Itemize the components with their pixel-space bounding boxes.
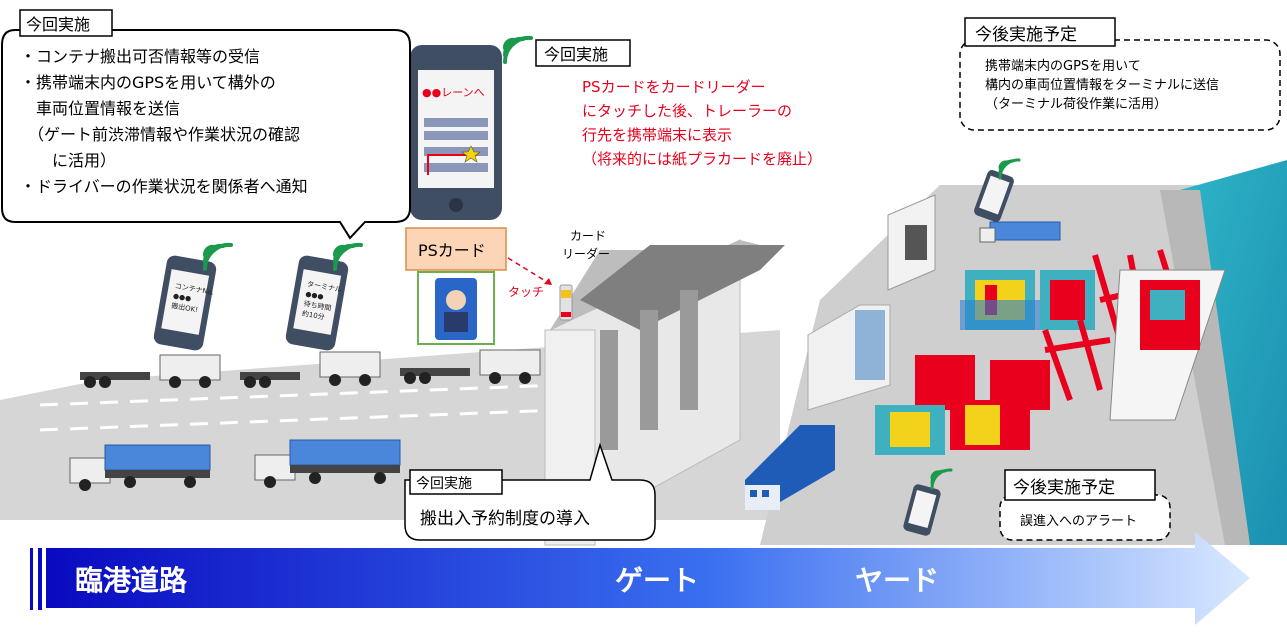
callout-body: 携帯端末内のGPSを用いて構内の車両位置情報をターミナルに送信 （ターミナル荷役作… (985, 58, 1219, 112)
large-phone: ●●レーンへ (410, 45, 502, 220)
callout-tag: 今後実施予定 (1013, 478, 1115, 498)
callout-current-top-left: 今回実施 ・コンテナ搬出可否情報等の受信・携帯端末内のGPSを用いて構外の 車両… (1, 9, 411, 240)
callout-tag: 今回実施 (26, 15, 90, 34)
star-icon (461, 145, 481, 163)
callout-line: 車両位置情報を送信 (20, 99, 180, 118)
container-ship (1109, 269, 1226, 421)
card-reader-label-1: カード (570, 229, 606, 243)
truck-tractor (80, 354, 221, 388)
phone-screen-line: ●●● (305, 290, 324, 301)
stage-rinko-road: 臨港道路 (75, 564, 188, 597)
truck-tractor (240, 351, 381, 388)
callout-line: （ターミナル荷役作業に活用） (985, 96, 1167, 112)
wifi-icon (998, 158, 1021, 180)
warehouse-building (807, 194, 936, 411)
callout-line: ・携帯端末内のGPSを用いて構外の (20, 73, 276, 92)
lane-label: ●●レーンへ (422, 86, 485, 99)
callout-line: 携帯端末内のGPSを用いて (985, 58, 1141, 74)
callout-line: PSカードをカードリーダー (582, 78, 766, 96)
stage-yard: ヤード (855, 564, 939, 597)
callout-line: ・コンテナ搬出可否情報等の受信 (20, 47, 260, 66)
stage-arrow: 臨港道路 ゲート ヤード (30, 532, 1250, 625)
callout-body: 誤進入へのアラート (1020, 513, 1137, 529)
ps-card: PSカード (405, 227, 507, 345)
card-reader-label-2: リーダー (562, 246, 610, 261)
callout-current-phone: 今回実施 PSカードをカードリーダーにタッチした後、トレーラーの行先を携帯端末に… (535, 39, 822, 168)
wifi-icon (332, 242, 363, 271)
small-phone-yard-top (974, 170, 1014, 222)
office-building (745, 425, 835, 510)
card-reader (559, 284, 573, 321)
gate-building (544, 239, 785, 546)
callout-body: 搬出入予約制度の導入 (420, 509, 590, 529)
small-phone-2: ターミナル●●●待ち時間約10分 (285, 255, 349, 351)
small-phone-1: コンテナNo.●●●搬出OK! (153, 255, 217, 351)
callout-future-top-right: 今後実施予定 携帯端末内のGPSを用いて構内の車両位置情報をターミナルに送信 （タ… (959, 17, 1281, 131)
callout-tag: 今後実施予定 (975, 25, 1077, 45)
touch-label: タッチ (508, 285, 544, 299)
callout-line: にタッチした後、トレーラーの (582, 102, 792, 120)
touch-arrow (507, 257, 553, 286)
callout-body: ・コンテナ搬出可否情報等の受信・携帯端末内のGPSを用いて構外の 車両位置情報を… (20, 47, 308, 196)
callout-line: （ゲート前渋滞情報や作業状況の確認 (20, 125, 300, 144)
wifi-icon (502, 35, 533, 64)
wifi-icon (930, 468, 953, 490)
phone-screen-line: 約10分 (301, 309, 325, 322)
road-lane-line (39, 383, 561, 407)
callout-line: 行先を携帯端末に表示 (582, 126, 732, 144)
callout-tag: 今回実施 (416, 476, 472, 492)
route-arrow (427, 154, 470, 175)
truck-with-container (254, 439, 401, 488)
phone-screen-line: ●●● (172, 292, 191, 303)
container-stacks (875, 270, 1095, 455)
callout-future-bottom-right: 今後実施予定 誤進入へのアラート (999, 469, 1171, 541)
small-phone-yard-bottom (903, 484, 941, 536)
callout-line: （将来的には紙プラカードを廃止） (582, 150, 822, 168)
yard-truck (979, 221, 1061, 243)
road-lane-line (39, 408, 561, 432)
callout-current-bottom: 今回実施 搬出入予約制度の導入 (404, 442, 656, 541)
callout-line: に活用） (20, 151, 116, 170)
truck-with-container (69, 444, 211, 491)
truck-tractor (400, 349, 541, 384)
ps-card-label: PSカード (418, 241, 486, 260)
callout-line: 構内の車両位置情報をターミナルに送信 (985, 77, 1219, 93)
callout-line: ・ドライバーの作業状況を関係者へ通知 (20, 177, 308, 196)
stage-gate: ゲート (615, 564, 699, 597)
callout-tag: 今回実施 (544, 45, 608, 64)
wifi-icon (202, 242, 233, 271)
callout-body: PSカードをカードリーダーにタッチした後、トレーラーの行先を携帯端末に表示 （将来… (582, 78, 822, 168)
